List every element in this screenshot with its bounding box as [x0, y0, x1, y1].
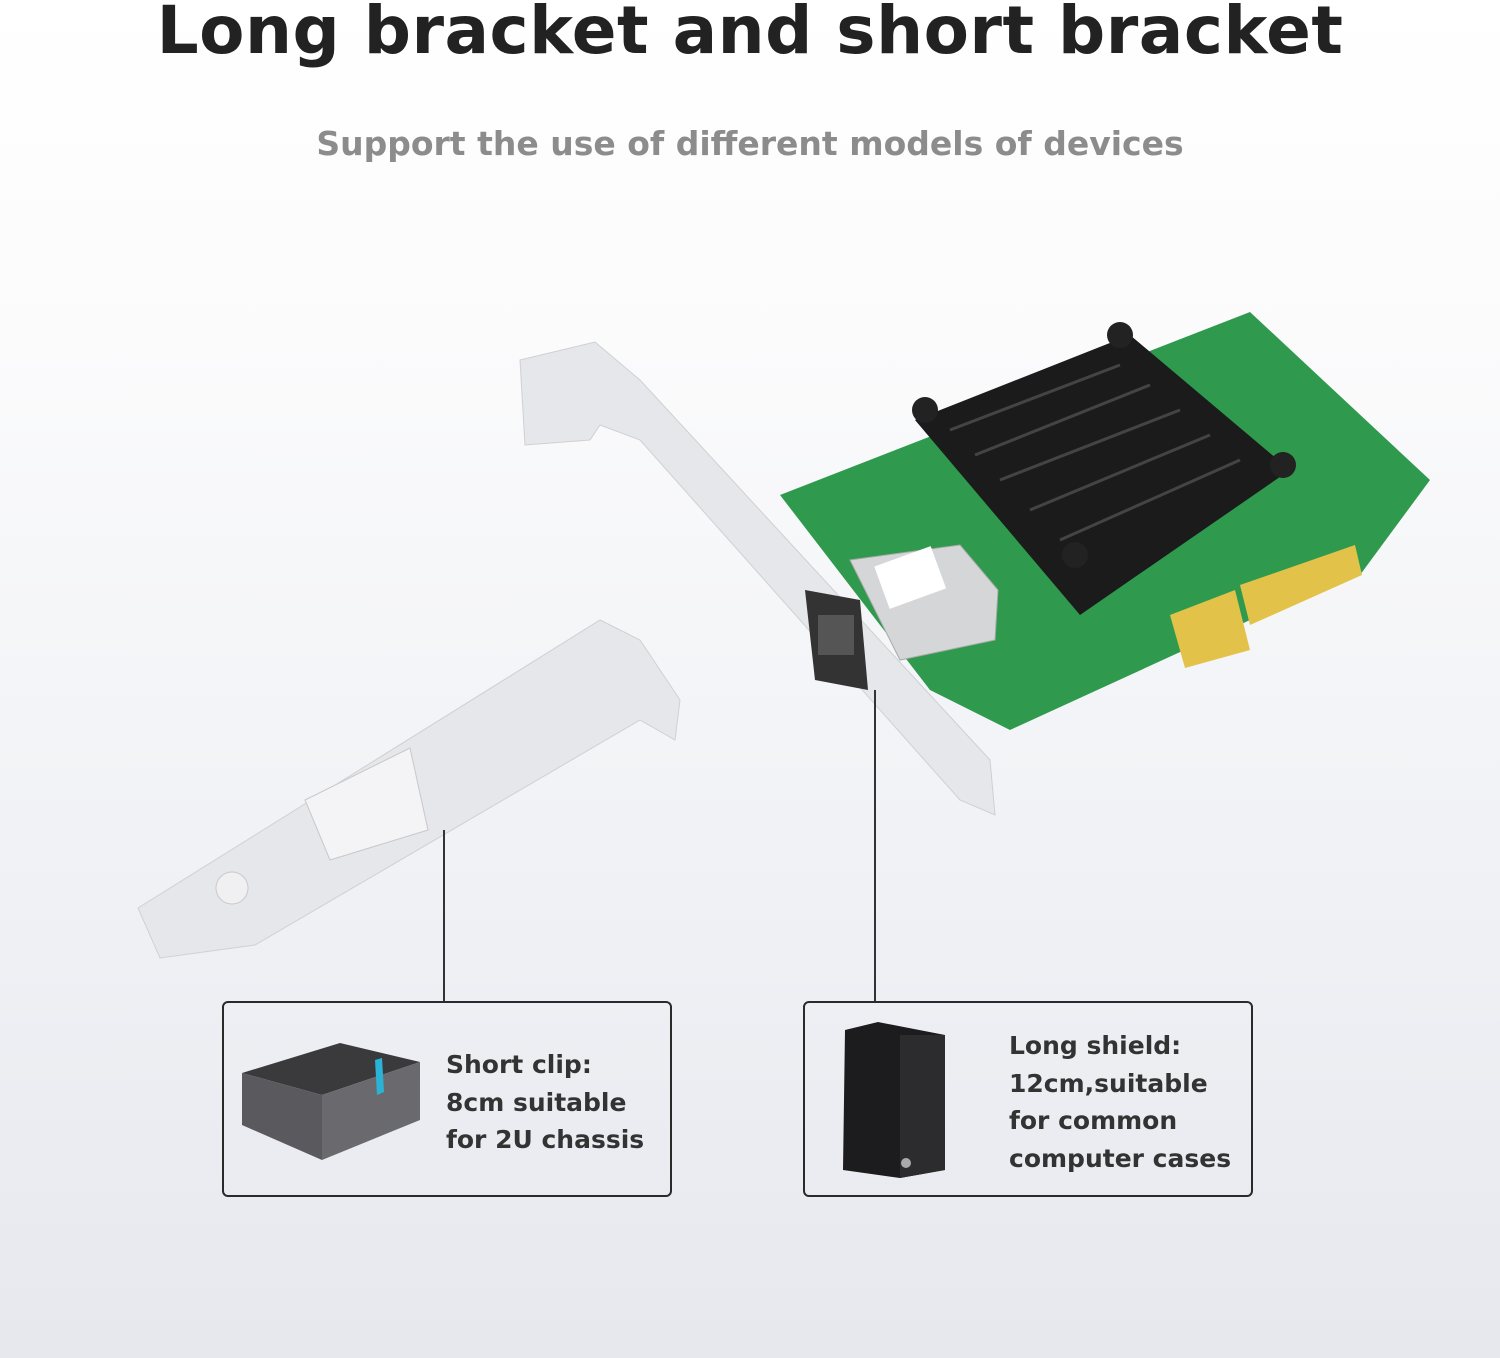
callout-line: 12cm,suitable	[1009, 1068, 1208, 1098]
callout-line: 8cm suitable	[446, 1087, 627, 1117]
callout-line: for common	[1009, 1106, 1178, 1135]
callout-line: Long shield:	[1009, 1031, 1182, 1060]
long-shield-callout: Long shield: 12cm,suitable for common co…	[803, 1001, 1253, 1197]
long-bracket-image	[519, 341, 996, 816]
page-subtitle: Support the use of different models of d…	[316, 124, 1184, 163]
short-clip-callout: Short clip: 8cm suitable for 2U chassis	[222, 1001, 672, 1197]
mini-pc-icon	[242, 1043, 420, 1160]
callout-line: Short clip:	[446, 1050, 592, 1079]
network-card-image	[780, 312, 1430, 730]
short-bracket-image	[137, 619, 681, 959]
connector-line-long	[874, 690, 876, 1002]
connector-line-short	[443, 830, 445, 1002]
callout-line: computer cases	[1009, 1143, 1232, 1173]
callout-line: for 2U chassis	[446, 1125, 645, 1154]
tower-pc-icon	[843, 1022, 945, 1178]
page-title: Long bracket and short bracket	[156, 0, 1344, 69]
